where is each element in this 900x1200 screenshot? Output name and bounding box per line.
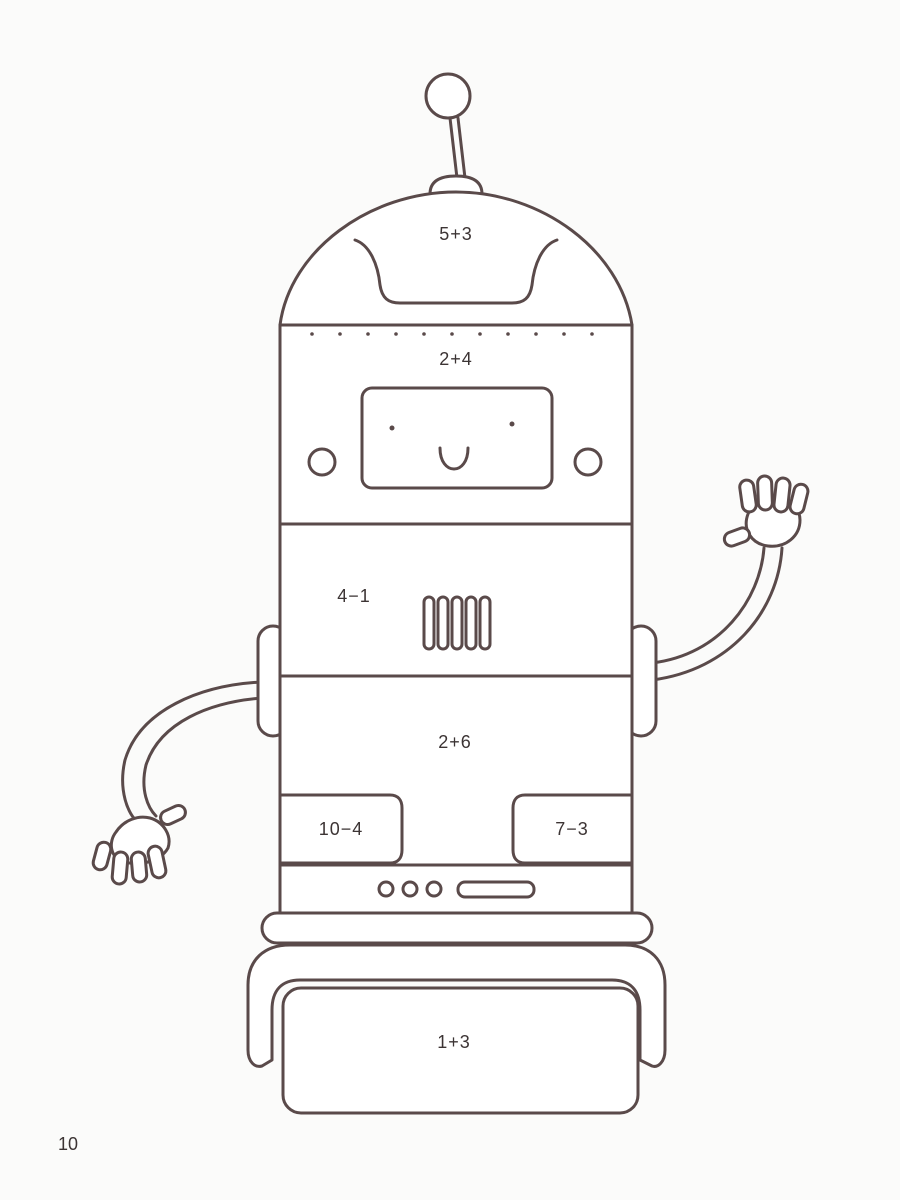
face-screen [360,386,554,490]
page-number: 10 [58,1134,78,1154]
right-panel [511,793,634,865]
sum-left-panel: 10−4 [319,819,364,839]
right-hand [722,474,810,548]
sum-belly: 2+6 [438,732,472,752]
control-buttons [377,880,536,899]
antenna [424,72,484,196]
base-block [281,986,640,1115]
left-arm [91,680,264,886]
sum-base: 1+3 [437,1032,471,1052]
sum-chest: 4−1 [337,586,371,606]
chest-vents [422,595,492,651]
robot-body [278,190,634,917]
sum-head: 5+3 [439,224,473,244]
sum-right-panel: 7−3 [555,819,589,839]
right-eye [509,421,515,427]
right-ear-bolt [573,447,603,477]
left-ear-bolt [307,447,337,477]
left-panel [278,793,404,865]
smile-mouth [438,446,470,471]
waist-ring [260,911,654,945]
right-arm [650,474,810,682]
head-visor [353,238,559,305]
rivet-row [310,332,594,336]
left-hand [91,803,187,886]
slot-light [456,880,536,899]
left-eye [389,425,395,431]
track-base [246,943,667,1115]
sum-face-band: 2+4 [439,349,473,369]
